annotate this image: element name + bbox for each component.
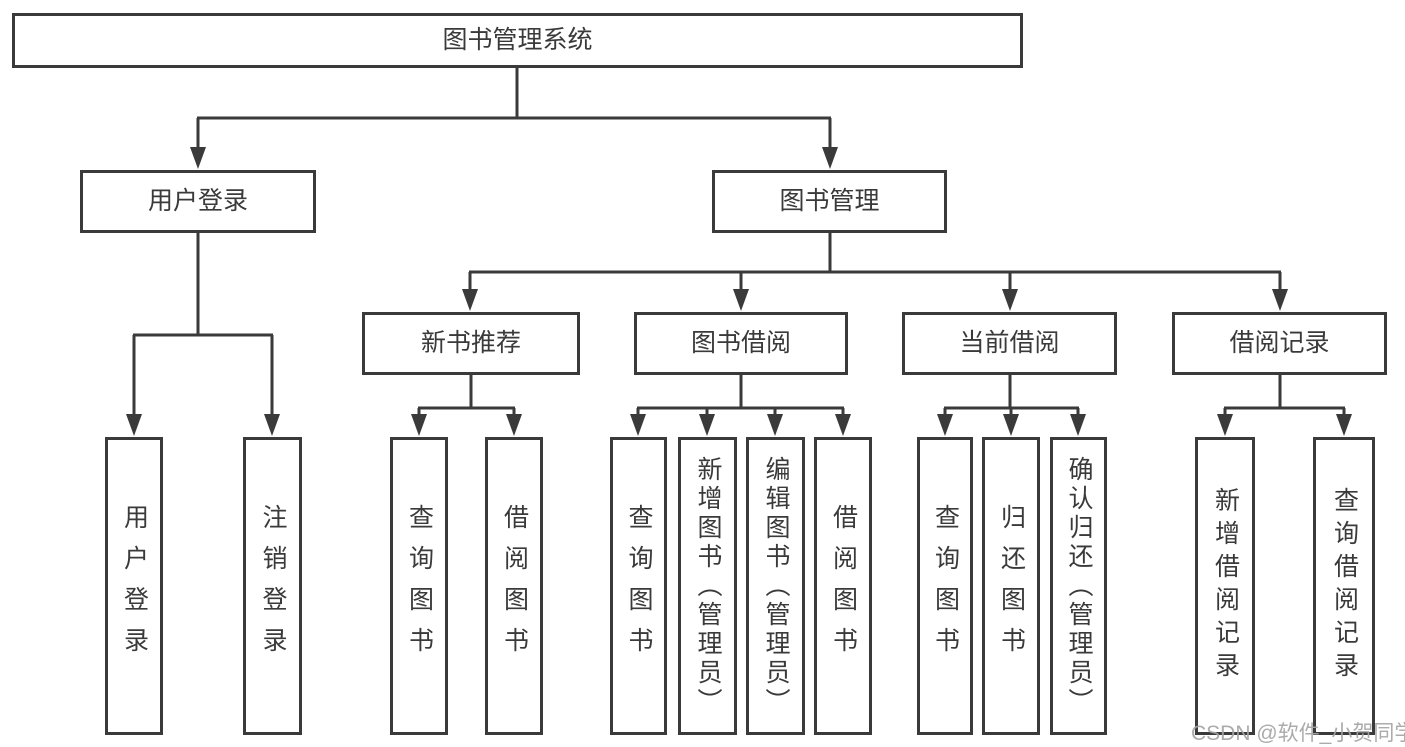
- leaf-confirm-return-admin-label: 确认归还（管理员）: [1065, 455, 1093, 717]
- leaf-borrow-query-book: 查询图书: [610, 437, 667, 735]
- node-book-borrow: 图书借阅: [634, 312, 848, 375]
- leaf-current-query-book: 查询图书: [917, 437, 973, 735]
- leaf-logout: 注销登录: [243, 437, 302, 735]
- node-book-borrow-label: 图书借阅: [690, 329, 791, 357]
- leaf-borrow-borrow-book-label: 借阅图书: [829, 504, 858, 668]
- leaf-query-borrow-record-label: 查询借阅记录: [1330, 487, 1359, 685]
- node-book-management: 图书管理: [712, 170, 947, 233]
- node-new-book-recommend: 新书推荐: [362, 312, 580, 375]
- node-new-book-recommend-label: 新书推荐: [420, 329, 521, 357]
- leaf-recommend-query-book: 查询图书: [390, 437, 448, 735]
- node-current-borrow: 当前借阅: [902, 312, 1117, 375]
- leaf-recommend-query-book-label: 查询图书: [405, 504, 434, 668]
- leaf-return-book-label: 归还图书: [997, 504, 1026, 668]
- leaf-add-borrow-record: 新增借阅记录: [1195, 437, 1255, 735]
- node-user-login: 用户登录: [80, 170, 316, 233]
- node-borrow-record: 借阅记录: [1172, 312, 1387, 375]
- leaf-recommend-borrow-book: 借阅图书: [485, 437, 543, 735]
- node-book-management-label: 图书管理: [779, 187, 880, 215]
- leaf-current-query-book-label: 查询图书: [931, 504, 960, 668]
- leaf-add-borrow-record-label: 新增借阅记录: [1211, 487, 1240, 685]
- node-root-label: 图书管理系统: [442, 26, 593, 54]
- leaf-confirm-return-admin: 确认归还（管理员）: [1050, 437, 1107, 735]
- leaf-recommend-borrow-book-label: 借阅图书: [500, 504, 529, 668]
- leaf-edit-book-admin-label: 编辑图书（管理员）: [762, 455, 790, 717]
- leaf-return-book: 归还图书: [982, 437, 1040, 735]
- leaf-borrow-query-book-label: 查询图书: [625, 504, 653, 668]
- arrowheads: [126, 147, 1352, 436]
- leaf-add-book-admin: 新增图书（管理员）: [678, 437, 737, 735]
- node-user-login-label: 用户登录: [147, 187, 248, 215]
- leaf-user-login: 用户登录: [105, 437, 163, 735]
- leaf-query-borrow-record: 查询借阅记录: [1313, 437, 1375, 735]
- leaf-logout-label: 注销登录: [259, 504, 287, 668]
- leaf-borrow-borrow-book: 借阅图书: [814, 437, 872, 735]
- node-current-borrow-label: 当前借阅: [959, 329, 1060, 357]
- leaf-edit-book-admin: 编辑图书（管理员）: [746, 437, 805, 735]
- leaf-user-login-label: 用户登录: [120, 504, 149, 668]
- leaf-add-book-admin-label: 新增图书（管理员）: [694, 455, 722, 717]
- csdn-watermark: CSDN @软件_小贺同学: [1191, 722, 1405, 745]
- node-root: 图书管理系统: [12, 13, 1023, 68]
- node-borrow-record-label: 借阅记录: [1229, 329, 1330, 357]
